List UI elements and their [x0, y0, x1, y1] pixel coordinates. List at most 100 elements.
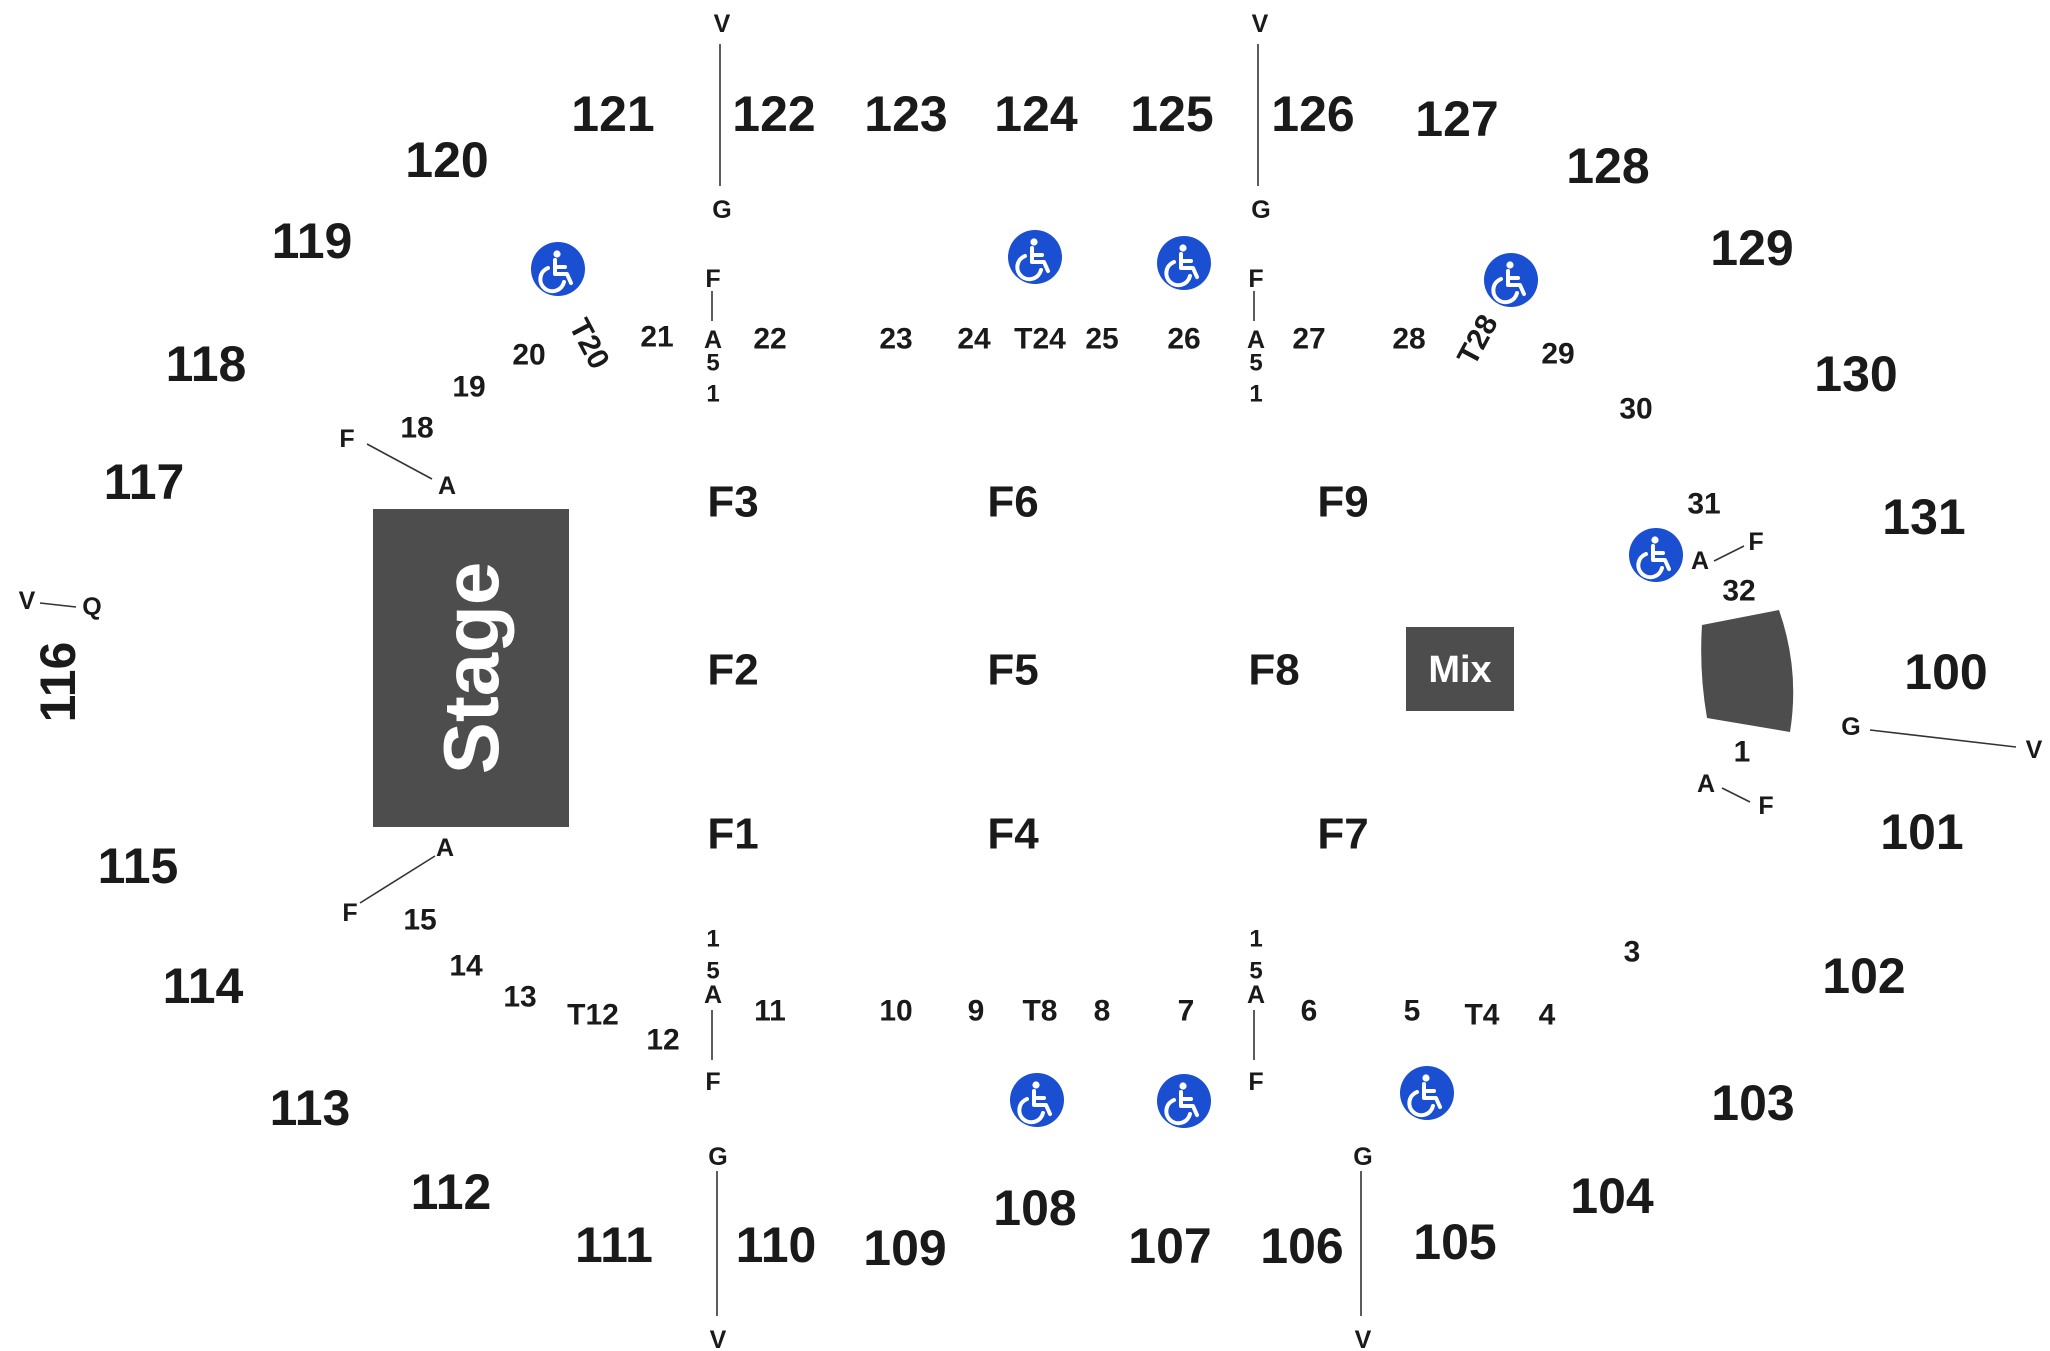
row-label-bottom-right-G: G — [1353, 1143, 1372, 1171]
floor-f6[interactable]: F6 — [987, 478, 1038, 527]
row-label-left-Q: Q — [82, 593, 101, 621]
box-4[interactable]: 4 — [1539, 999, 1556, 1032]
wheelchair-icon[interactable] — [1155, 1072, 1213, 1130]
row-label-bottom-right-1: 1 — [1249, 926, 1262, 953]
section-109[interactable]: 109 — [863, 1220, 946, 1276]
box-18[interactable]: 18 — [400, 412, 433, 445]
section-106[interactable]: 106 — [1260, 1218, 1343, 1274]
floor-f3[interactable]: F3 — [707, 478, 758, 527]
section-112[interactable]: 112 — [411, 1164, 492, 1220]
wheelchair-icon[interactable] — [1155, 234, 1213, 292]
row-label-bottom-left-A: A — [704, 981, 722, 1009]
wheelchair-icon[interactable] — [1627, 526, 1685, 584]
section-127[interactable]: 127 — [1415, 91, 1498, 147]
box-11[interactable]: 11 — [754, 995, 786, 1028]
section-107[interactable]: 107 — [1128, 1218, 1211, 1274]
box-T24[interactable]: T24 — [1014, 323, 1066, 356]
row-line-left — [39, 602, 77, 608]
row-label-right-A: A — [1691, 547, 1709, 575]
section-103[interactable]: 103 — [1711, 1075, 1794, 1131]
floor-f5[interactable]: F5 — [987, 646, 1038, 695]
box-13[interactable]: 13 — [503, 981, 536, 1014]
box-3[interactable]: 3 — [1624, 936, 1641, 969]
section-104[interactable]: 104 — [1570, 1168, 1654, 1224]
box-26[interactable]: 26 — [1167, 323, 1200, 356]
section-115[interactable]: 115 — [98, 838, 179, 894]
box-6[interactable]: 6 — [1301, 995, 1318, 1028]
box-23[interactable]: 23 — [879, 323, 912, 356]
wheelchair-icon[interactable] — [1398, 1064, 1456, 1122]
floor-f2[interactable]: F2 — [707, 646, 758, 695]
box-T28[interactable]: T28 — [1451, 309, 1504, 370]
floor-f1[interactable]: F1 — [707, 810, 758, 859]
box-30[interactable]: 30 — [1619, 393, 1652, 426]
row-label-bottom-left-G: G — [708, 1143, 727, 1171]
section-123[interactable]: 123 — [864, 86, 947, 142]
section-105[interactable]: 105 — [1413, 1214, 1496, 1270]
row-label-top-left-F: F — [705, 265, 720, 293]
box-5[interactable]: 5 — [1404, 995, 1421, 1028]
section-101[interactable]: 101 — [1880, 804, 1963, 860]
section-129[interactable]: 129 — [1710, 220, 1793, 276]
box-1[interactable]: 1 — [1734, 736, 1751, 769]
row-label-top-right-V: V — [1252, 10, 1269, 38]
box-22[interactable]: 22 — [753, 323, 786, 356]
box-T8[interactable]: T8 — [1022, 995, 1057, 1028]
wheelchair-icon[interactable] — [1006, 228, 1064, 286]
box-25[interactable]: 25 — [1085, 323, 1118, 356]
section-119[interactable]: 119 — [272, 213, 353, 269]
section-130[interactable]: 130 — [1814, 346, 1897, 402]
section-116[interactable]: 116 — [30, 642, 86, 723]
box-24[interactable]: 24 — [957, 323, 991, 356]
box-7[interactable]: 7 — [1178, 995, 1195, 1028]
section-117[interactable]: 117 — [104, 454, 185, 510]
section-120[interactable]: 120 — [405, 132, 488, 188]
wheelchair-icon[interactable] — [1008, 1071, 1066, 1129]
section-114[interactable]: 114 — [163, 958, 244, 1014]
box-12[interactable]: 12 — [646, 1024, 679, 1057]
section-124[interactable]: 124 — [994, 86, 1078, 142]
box-8[interactable]: 8 — [1094, 995, 1111, 1028]
section-125[interactable]: 125 — [1130, 86, 1213, 142]
section-131[interactable]: 131 — [1882, 489, 1965, 545]
stage-block[interactable] — [373, 509, 569, 827]
box-14[interactable]: 14 — [449, 950, 483, 983]
wheelchair-icon[interactable] — [1482, 251, 1540, 309]
section-111[interactable]: 111 — [575, 1217, 653, 1273]
mix-block[interactable] — [1406, 627, 1514, 711]
box-20[interactable]: 20 — [512, 339, 545, 372]
box-28[interactable]: 28 — [1392, 323, 1425, 356]
section-126[interactable]: 126 — [1271, 86, 1354, 142]
section-100[interactable]: 100 — [1904, 644, 1987, 700]
platform-block[interactable] — [1701, 610, 1794, 732]
box-31[interactable]: 31 — [1687, 488, 1720, 521]
section-121[interactable]: 121 — [571, 86, 654, 142]
row-label-stage-top-A: A — [438, 472, 456, 500]
box-27[interactable]: 27 — [1292, 323, 1325, 356]
floor-f4[interactable]: F4 — [987, 810, 1039, 859]
box-10[interactable]: 10 — [879, 995, 912, 1028]
box-T20[interactable]: T20 — [562, 313, 615, 374]
box-9[interactable]: 9 — [968, 995, 985, 1028]
section-110[interactable]: 110 — [736, 1217, 817, 1273]
box-19[interactable]: 19 — [452, 371, 485, 404]
floor-f8[interactable]: F8 — [1248, 646, 1299, 695]
section-108[interactable]: 108 — [993, 1180, 1076, 1236]
row-label-top-right-A: A — [1247, 326, 1265, 354]
floor-f9[interactable]: F9 — [1317, 478, 1368, 527]
box-21[interactable]: 21 — [640, 321, 673, 354]
box-T4[interactable]: T4 — [1464, 999, 1499, 1032]
box-T12[interactable]: T12 — [567, 999, 619, 1032]
box-15[interactable]: 15 — [403, 904, 436, 937]
row-line-right-far — [1869, 729, 2017, 748]
section-122[interactable]: 122 — [732, 86, 815, 142]
section-118[interactable]: 118 — [166, 336, 247, 392]
floor-f7[interactable]: F7 — [1317, 810, 1368, 859]
box-32[interactable]: 32 — [1722, 575, 1755, 608]
section-102[interactable]: 102 — [1822, 948, 1905, 1004]
box-29[interactable]: 29 — [1541, 338, 1574, 371]
section-128[interactable]: 128 — [1566, 138, 1649, 194]
wheelchair-icon[interactable] — [529, 240, 587, 298]
section-113[interactable]: 113 — [270, 1080, 351, 1136]
